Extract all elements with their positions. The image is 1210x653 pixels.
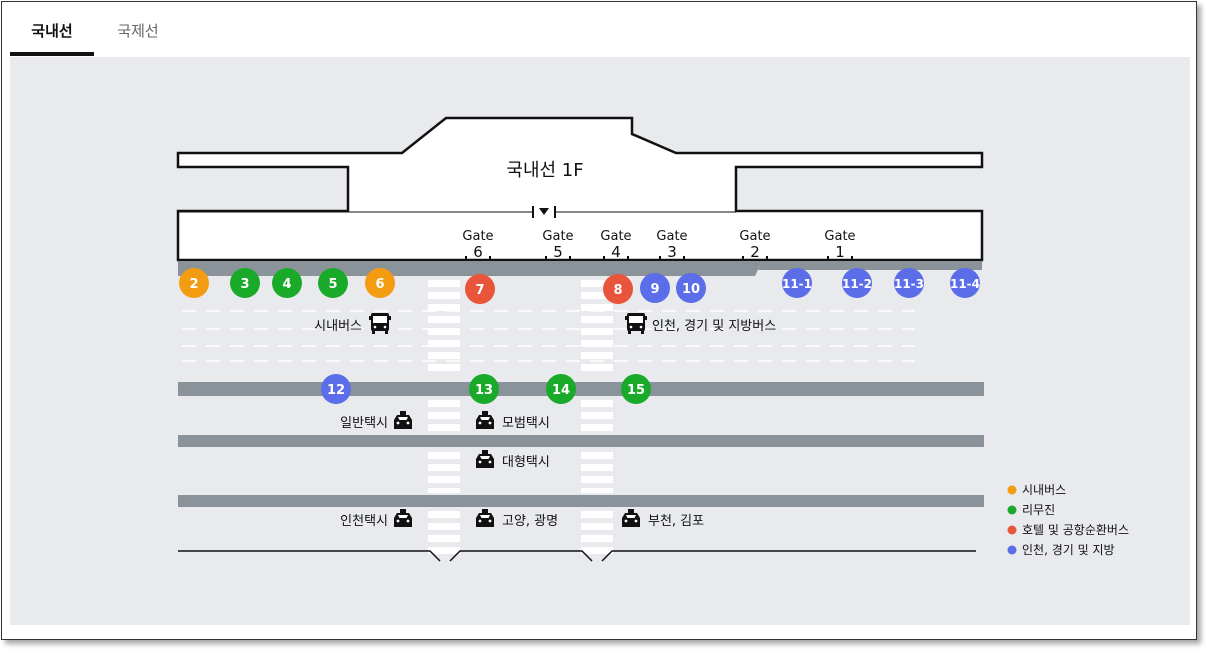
svg-text:4: 4 xyxy=(282,277,291,292)
taxi-label-bucheon: 부천, 김포 xyxy=(648,514,704,529)
tab-bar: 국내선 국제선 xyxy=(10,2,1190,58)
legend-dot-regional xyxy=(1007,545,1017,555)
stop-11-3[interactable]: 11-3 xyxy=(894,268,924,298)
svg-text:8: 8 xyxy=(613,283,622,298)
legend-dot-limousine xyxy=(1007,505,1017,515)
stop-12[interactable]: 12 xyxy=(321,374,351,404)
svg-text:12: 12 xyxy=(327,383,345,398)
legend: 시내버스 리무진 호텔 및 공항순환버스 인천, 경기 및 지방 xyxy=(1007,483,1129,557)
window-frame: 국내선 국제선 xyxy=(1,1,1197,640)
taxi-label-large: 대형택시 xyxy=(502,455,550,470)
city-bus-label: 시내버스 xyxy=(314,319,362,334)
taxi-label-regular: 일반택시 xyxy=(340,416,388,431)
gate-3-number: 3 xyxy=(667,243,677,261)
svg-text:15: 15 xyxy=(627,383,645,398)
road-edge xyxy=(178,550,976,562)
bus-island-1 xyxy=(178,382,984,396)
entrance-arrow-icon xyxy=(539,208,549,215)
stop-8[interactable]: 8 xyxy=(603,274,633,304)
terminal-map: 국내선 1F Gate 6 xyxy=(176,116,1129,562)
svg-text:11-3: 11-3 xyxy=(894,277,924,291)
svg-text:5: 5 xyxy=(328,277,337,292)
gate-2-word: Gate xyxy=(739,229,770,244)
svg-text:2: 2 xyxy=(189,277,198,292)
taxi-island-1 xyxy=(178,435,984,447)
stop-11-2[interactable]: 11-2 xyxy=(842,268,872,298)
taxi-icon-goyang xyxy=(476,509,494,527)
legend-regional: 인천, 경기 및 지방 xyxy=(1022,542,1115,557)
svg-text:9: 9 xyxy=(650,282,659,297)
svg-text:14: 14 xyxy=(552,383,570,398)
stop-9[interactable]: 9 xyxy=(640,273,670,303)
taxi-label-goyang: 고양, 광명 xyxy=(502,514,558,529)
taxi-icon-incheon xyxy=(394,509,412,527)
terminal-title: 국내선 1F xyxy=(506,160,583,181)
svg-text:11-4: 11-4 xyxy=(950,277,980,291)
svg-text:6: 6 xyxy=(375,277,384,292)
svg-text:3: 3 xyxy=(240,277,249,292)
taxi-icon-deluxe xyxy=(476,411,494,429)
crosswalks xyxy=(428,280,613,554)
svg-text:7: 7 xyxy=(475,283,484,298)
tab-domestic[interactable]: 국내선 xyxy=(10,2,94,56)
stop-10[interactable]: 10 xyxy=(676,273,706,303)
gate-4-number: 4 xyxy=(611,243,621,261)
legend-hotel-shuttle: 호텔 및 공항순환버스 xyxy=(1022,523,1129,537)
regional-bus-label: 인천, 경기 및 지방버스 xyxy=(652,319,776,334)
gate-6-word: Gate xyxy=(462,229,493,244)
legend-limousine: 리무진 xyxy=(1022,503,1055,517)
stop-11-1[interactable]: 11-1 xyxy=(782,268,812,298)
stop-3[interactable]: 3 xyxy=(230,268,260,298)
bus-lane-markings xyxy=(182,310,915,362)
taxi-icon-regular xyxy=(394,411,412,429)
svg-text:11-2: 11-2 xyxy=(842,277,872,291)
legend-dot-hotel-shuttle xyxy=(1007,525,1017,535)
taxi-label-incheon: 인천택시 xyxy=(340,514,388,529)
terminal-curb xyxy=(178,261,762,276)
tab-international[interactable]: 국제선 xyxy=(117,22,159,40)
stop-7[interactable]: 7 xyxy=(465,274,495,304)
gate-5-word: Gate xyxy=(542,229,573,244)
city-bus-icon xyxy=(369,313,391,334)
stop-14[interactable]: 14 xyxy=(546,374,576,404)
svg-text:13: 13 xyxy=(475,383,493,398)
gate-1-number: 1 xyxy=(835,243,845,261)
gate-4-word: Gate xyxy=(600,229,631,244)
taxi-label-deluxe: 모범택시 xyxy=(502,416,550,431)
gate-6-number: 6 xyxy=(473,243,483,261)
terminal-building xyxy=(176,116,984,262)
stop-5[interactable]: 5 xyxy=(318,268,348,298)
stop-4[interactable]: 4 xyxy=(272,268,302,298)
gate-3-word: Gate xyxy=(656,229,687,244)
taxi-icon-bucheon xyxy=(622,509,640,527)
map-panel: 국내선 1F Gate 6 xyxy=(10,57,1190,625)
taxi-icon-large xyxy=(476,450,494,468)
svg-text:11-1: 11-1 xyxy=(782,277,812,291)
stop-11-4[interactable]: 11-4 xyxy=(950,268,980,298)
gate-1-word: Gate xyxy=(824,229,855,244)
stop-15[interactable]: 15 xyxy=(621,374,651,404)
svg-text:10: 10 xyxy=(682,282,700,297)
stop-13[interactable]: 13 xyxy=(469,374,499,404)
stop-6[interactable]: 6 xyxy=(365,268,395,298)
legend-dot-city-bus xyxy=(1007,485,1017,495)
stop-2[interactable]: 2 xyxy=(179,268,209,298)
legend-city-bus: 시내버스 xyxy=(1022,483,1066,497)
taxi-island-2 xyxy=(178,495,984,507)
gate-2-number: 2 xyxy=(750,243,760,261)
gate-5-number: 5 xyxy=(553,243,563,261)
regional-bus-icon xyxy=(625,313,647,334)
